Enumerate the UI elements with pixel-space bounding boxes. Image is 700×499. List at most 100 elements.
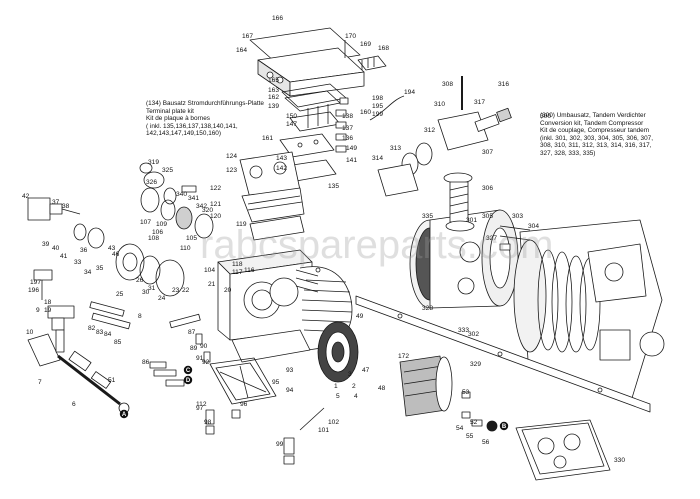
terminal-box-cover — [249, 27, 365, 97]
part-number-label: 108 — [148, 235, 159, 242]
part-number-label: 93 — [286, 367, 294, 374]
part-number-label: 104 — [204, 267, 215, 274]
connector-marker-letter: A — [122, 412, 127, 418]
end-cover-fasteners — [461, 391, 498, 432]
part-number-label: 31 — [148, 285, 156, 292]
motor-stator — [317, 321, 359, 383]
mounting-rail — [355, 295, 651, 413]
terminal-kit-header: (134) Bausatz Stromdurchführungs-Platte — [146, 100, 264, 107]
part-number-label: 8 — [138, 313, 142, 320]
cable — [369, 95, 405, 121]
part-number-label: 147 — [286, 121, 297, 128]
part-number-label: 5 — [336, 393, 340, 400]
drain-valves — [205, 407, 325, 465]
part-number-label: 38 — [62, 203, 70, 210]
part-number-label: 83 — [96, 329, 104, 336]
part-number-label: 20 — [224, 287, 232, 294]
tandem-kit-note: (300) Umbausatz, Tandem Verdichter Conve… — [540, 112, 698, 158]
part-number-label: 124 — [226, 153, 237, 160]
part-number-label: 53 — [462, 389, 470, 396]
part-number-label: 303 — [512, 213, 523, 220]
part-number-label: 105 — [186, 235, 197, 242]
connector-marker-circle — [183, 365, 193, 375]
connector-marker-letter: D — [186, 378, 191, 384]
tandem-kit-line: 327, 328, 333, 335) — [540, 149, 596, 157]
part-number-label: 82 — [88, 325, 96, 332]
part-number-label: 136 — [342, 135, 353, 142]
terminal-kit-note: (134) Bausatz Stromdurchführungs-Platte … — [146, 100, 316, 138]
part-number-label: 43 — [108, 245, 116, 252]
part-number-label: 149 — [346, 145, 357, 152]
part-number-label: 22 — [182, 287, 190, 294]
part-number-label: 117 — [232, 269, 243, 276]
part-number-label: 47 — [362, 367, 370, 374]
part-number-label: 51 — [108, 377, 116, 384]
part-number-label: 302 — [468, 331, 479, 338]
part-number-label: 143 — [276, 155, 287, 162]
part-number-label: 317 — [474, 99, 485, 106]
part-number-label: 6 — [72, 401, 76, 408]
connecting-rods — [89, 301, 201, 330]
part-number-label: 116 — [244, 267, 255, 274]
gasket-330 — [515, 419, 611, 481]
part-number-label: 48 — [378, 385, 386, 392]
part-number-label: 135 — [328, 183, 339, 190]
part-number-label: 4 — [354, 393, 358, 400]
part-number-label: 141 — [346, 157, 357, 164]
part-number-label: 120 — [210, 213, 221, 220]
part-number-label: 26 — [136, 277, 144, 284]
part-number-label: 55 — [466, 433, 474, 440]
part-number-label: 327 — [486, 235, 497, 242]
part-number-label: 162 — [268, 94, 279, 101]
part-number-label: 36 — [80, 247, 88, 254]
terminal-kit-line: Kit de plaque à bornes — [146, 115, 210, 123]
part-number-label: 92 — [202, 359, 210, 366]
oil-sump-plate — [209, 357, 277, 405]
part-number-label: 84 — [104, 331, 112, 338]
part-number-label: 198 — [372, 95, 383, 102]
cable-connectors — [295, 267, 321, 293]
fasteners-303-304 — [499, 225, 531, 251]
part-number-label: 98 — [204, 419, 212, 426]
part-number-label: 42 — [22, 193, 30, 200]
part-number-label: 21 — [208, 281, 216, 288]
tandem-housing-right — [513, 219, 665, 399]
part-number-label: 335 — [422, 213, 433, 220]
part-number-label: 308 — [442, 81, 453, 88]
terminal-kit-line: Terminal plate kit — [146, 107, 194, 115]
part-number-label: 86 — [142, 359, 150, 366]
part-number-label: 172 — [398, 353, 409, 360]
part-number-label: 1 — [334, 383, 338, 390]
part-number-label: 314 — [372, 155, 383, 162]
part-number-label: 169 — [360, 41, 371, 48]
oil-valves — [149, 333, 211, 387]
part-number-label: 54 — [456, 425, 464, 432]
tandem-kit-line: (inkl. 301, 302, 303, 304, 305, 306, 307… — [540, 134, 653, 142]
part-number-label: 24 — [158, 295, 166, 302]
tandem-kit-header: (300) Umbausatz, Tandem Verdichter — [540, 112, 646, 119]
part-number-label: 41 — [60, 253, 68, 260]
terminal-block — [344, 40, 387, 71]
part-number-label: 119 — [236, 221, 247, 228]
part-number-label: 19 — [44, 307, 52, 314]
terminal-kit-line: 142,143,147,149,150,160) — [146, 130, 221, 138]
part-number-label: 7 — [38, 379, 42, 386]
part-number-label: 95 — [272, 379, 280, 386]
part-number-label: 30 — [142, 289, 150, 296]
part-number-label: 40 — [52, 245, 60, 252]
part-number-label: 301 — [466, 217, 477, 224]
cylinder-head — [239, 151, 305, 241]
part-number-label: 2 — [352, 383, 356, 390]
part-number-label: 110 — [180, 245, 191, 252]
part-number-label: 52 — [470, 419, 478, 426]
part-number-label: 102 — [328, 419, 339, 426]
part-number-label: 333 — [458, 327, 469, 334]
part-number-label: 3 — [348, 371, 352, 378]
compressor-housing — [217, 249, 353, 363]
part-number-label: 197 — [30, 279, 41, 286]
part-number-label: 320 — [202, 207, 213, 214]
part-number-label: 56 — [482, 439, 490, 446]
part-number-label: 10 — [26, 329, 34, 336]
